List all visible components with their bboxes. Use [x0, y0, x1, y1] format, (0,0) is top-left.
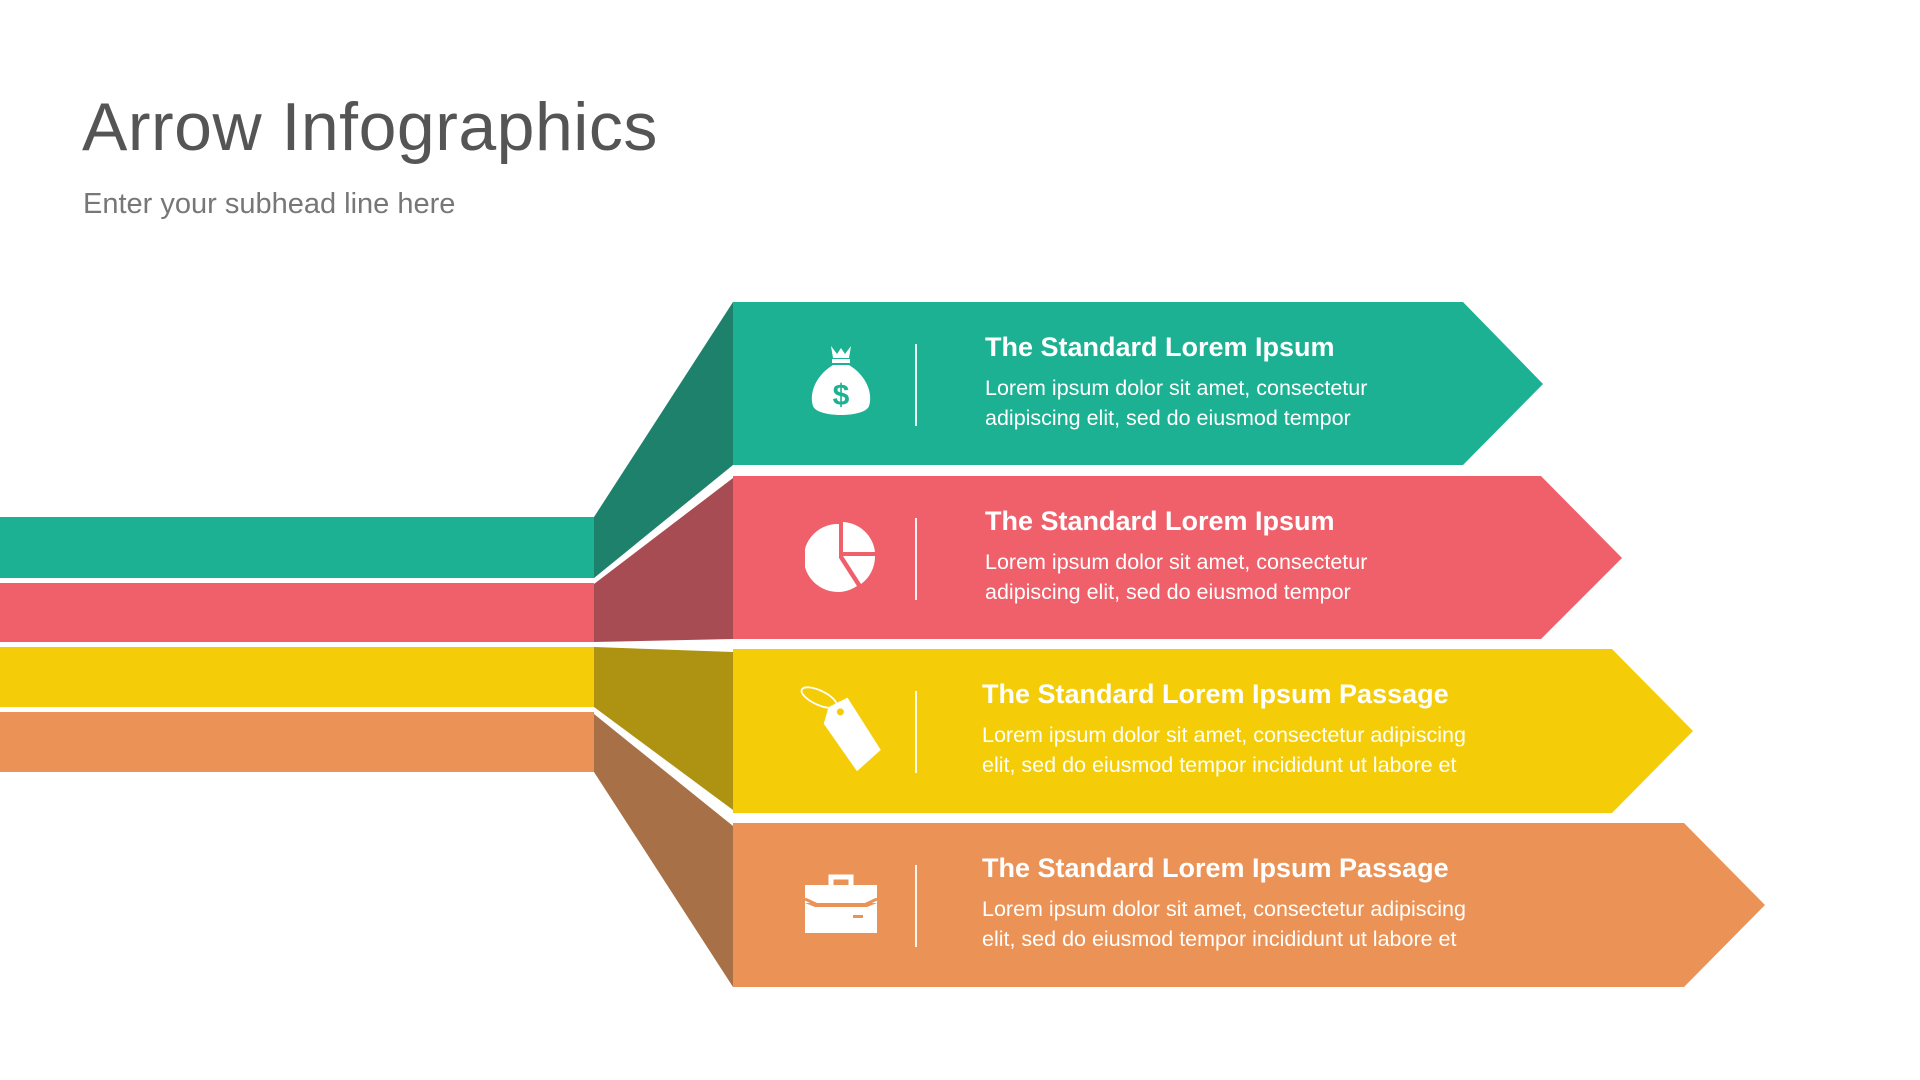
bar-red	[0, 583, 594, 642]
arrow-red	[733, 476, 1622, 639]
arrow-yellow	[733, 649, 1693, 813]
item-text-line: elit, sed do eiusmod tempor incididunt u…	[982, 753, 1457, 777]
side-yellow	[594, 647, 733, 810]
side-teal	[594, 302, 733, 578]
pie-chart-icon	[805, 522, 876, 592]
side-red	[594, 478, 733, 642]
bar-yellow	[0, 647, 594, 707]
page-subhead: Enter your subhead line here	[83, 188, 456, 220]
item-text-line: adipiscing elit, sed do eiusmod tempor	[985, 406, 1351, 430]
page-title: Arrow Infographics	[82, 89, 658, 165]
divider	[915, 518, 917, 600]
item-heading: The Standard Lorem Ipsum Passage	[982, 853, 1449, 883]
divider	[915, 344, 917, 426]
money-bag-icon: $	[811, 346, 871, 415]
item-heading: The Standard Lorem Ipsum Passage	[982, 679, 1449, 709]
side-orange	[594, 714, 733, 987]
arrow-teal	[733, 302, 1543, 465]
bar-teal	[0, 517, 594, 578]
item-text-line: adipiscing elit, sed do eiusmod tempor	[985, 580, 1351, 604]
item-text-line: Lorem ipsum dolor sit amet, consectetur	[985, 550, 1368, 574]
arrow-orange	[733, 823, 1765, 987]
briefcase-icon	[805, 874, 877, 933]
item-heading: The Standard Lorem Ipsum	[985, 506, 1335, 536]
item-text-line: Lorem ipsum dolor sit amet, consectetur	[985, 376, 1368, 400]
divider	[915, 865, 917, 947]
svg-text:$: $	[833, 379, 850, 412]
divider	[915, 691, 917, 773]
item-heading: The Standard Lorem Ipsum	[985, 332, 1335, 362]
price-tag-icon	[800, 686, 881, 772]
bar-orange	[0, 712, 594, 772]
item-text-line: elit, sed do eiusmod tempor incididunt u…	[982, 927, 1457, 951]
item-text-line: Lorem ipsum dolor sit amet, consectetur …	[982, 897, 1466, 921]
item-text-line: Lorem ipsum dolor sit amet, consectetur …	[982, 723, 1466, 747]
